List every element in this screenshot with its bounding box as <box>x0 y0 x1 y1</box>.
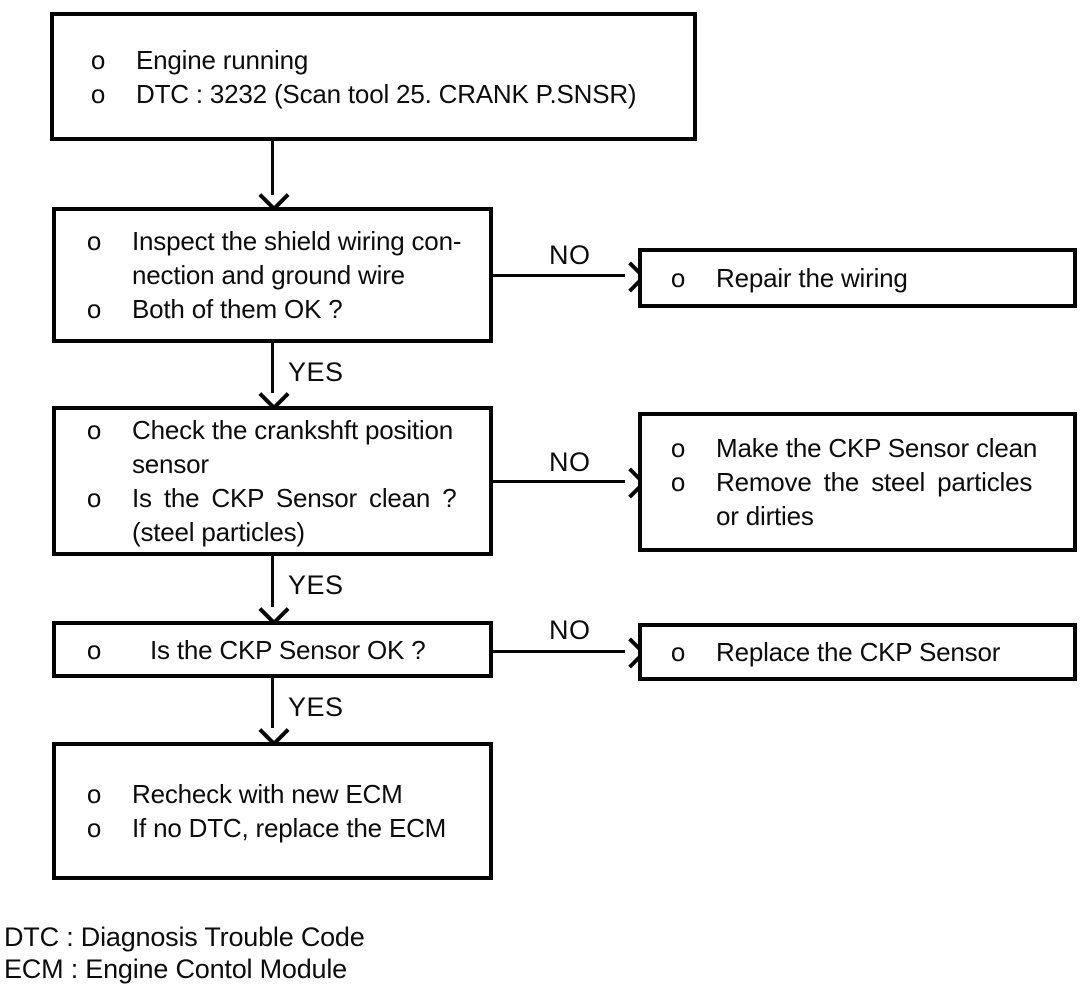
ckp-sensor-ok-box: o Is the CKP Sensor OK ? <box>52 621 493 678</box>
yes-label-1: YES <box>288 357 344 387</box>
list-item-text: Remove the steel particles <box>716 467 1033 497</box>
list-item-text: or dirties <box>716 501 814 531</box>
no-label-3: NO <box>549 615 591 645</box>
bullet-marker: o <box>86 634 102 665</box>
bullet-marker: o <box>670 433 686 463</box>
list-item: o Is the CKP Sensor clean ? <box>86 481 485 515</box>
list-item-text: Check the crankshft position <box>132 415 454 445</box>
list-item: o Replace the CKP Sensor <box>670 635 1069 669</box>
list-item-text: Make the CKP Sensor clean <box>716 433 1038 463</box>
list-item: o Inspect the shield wiring con- <box>86 224 485 258</box>
list-item-text: If no DTC, replace the ECM <box>132 813 447 843</box>
connector-line <box>493 480 625 483</box>
list-item: o Remove the steel particles <box>670 465 1069 499</box>
list-item-text: Inspect the shield wiring con- <box>132 226 462 256</box>
clean-ckp-sensor-box: o Make the CKP Sensor clean o Remove the… <box>638 412 1077 552</box>
list-item: o If no DTC, replace the ECM <box>86 811 485 845</box>
bullet-marker: o <box>86 226 102 256</box>
list-item: o Repair the wiring <box>670 261 1069 295</box>
list-item: o Check the crankshft position <box>86 413 485 447</box>
list-item-text: (steel particles) <box>132 517 305 547</box>
connector-line <box>271 556 274 607</box>
bullet-marker: o <box>90 78 106 109</box>
list-item: o DTC : 3232 (Scan tool 25. CRANK P.SNSR… <box>90 77 689 111</box>
no-label-2: NO <box>549 447 591 477</box>
footnote-ecm: ECM : Engine Contol Module <box>4 954 347 984</box>
legend: DTC : Diagnosis Trouble Code ECM : Engin… <box>4 921 365 985</box>
list-item: o Recheck with new ECM <box>86 777 485 811</box>
list-item: o Both of them OK ? <box>86 292 485 326</box>
bullet-marker: o <box>86 483 102 513</box>
bullet-marker: o <box>670 263 686 293</box>
list-item: or dirties <box>670 499 1069 533</box>
bullet-marker: o <box>86 813 102 843</box>
list-item-text: Repair the wiring <box>716 263 908 293</box>
list-item-text: DTC : 3232 (Scan tool 25. CRANK P.SNSR) <box>136 78 637 109</box>
connector-line <box>271 141 274 195</box>
connector-line <box>493 274 625 277</box>
inspect-wiring-box: o Inspect the shield wiring con- nection… <box>52 207 493 343</box>
list-item-text: Is the CKP Sensor OK ? <box>150 634 426 665</box>
start-condition-box: o Engine running o DTC : 3232 (Scan tool… <box>50 12 697 141</box>
connector-line <box>271 678 274 728</box>
list-item-text: Replace the CKP Sensor <box>716 637 1001 667</box>
bullet-marker: o <box>670 637 686 667</box>
list-item-text: Engine running <box>136 44 309 75</box>
list-item: o Make the CKP Sensor clean <box>670 431 1069 465</box>
list-item: (steel particles) <box>86 515 485 549</box>
list-item-text: Is the CKP Sensor clean ? <box>132 483 457 513</box>
list-item: nection and ground wire <box>86 258 485 292</box>
bullet-marker: o <box>90 44 106 75</box>
yes-label-2: YES <box>288 570 344 600</box>
repair-wiring-box: o Repair the wiring <box>638 248 1077 308</box>
list-item: o Engine running <box>90 43 689 77</box>
footnote-dtc: DTC : Diagnosis Trouble Code <box>4 922 365 952</box>
connector-line <box>493 650 625 653</box>
list-item-text: nection and ground wire <box>132 260 405 290</box>
bullet-marker: o <box>670 467 686 497</box>
replace-ckp-sensor-box: o Replace the CKP Sensor <box>638 623 1077 681</box>
bullet-marker: o <box>86 779 102 809</box>
connector-line <box>271 343 274 393</box>
list-item: o Is the CKP Sensor OK ? <box>86 633 485 667</box>
check-ckp-sensor-box: o Check the crankshft position sensor o … <box>52 406 493 556</box>
list-item-text: sensor <box>132 449 209 479</box>
yes-label-3: YES <box>288 692 344 722</box>
list-item-text: Both of them OK ? <box>132 294 343 324</box>
bullet-marker: o <box>86 294 102 324</box>
list-item-text: Recheck with new ECM <box>132 779 403 809</box>
list-item: sensor <box>86 447 485 481</box>
bullet-marker: o <box>86 415 102 445</box>
recheck-ecm-box: o Recheck with new ECM o If no DTC, repl… <box>52 742 493 880</box>
no-label-1: NO <box>549 240 591 270</box>
